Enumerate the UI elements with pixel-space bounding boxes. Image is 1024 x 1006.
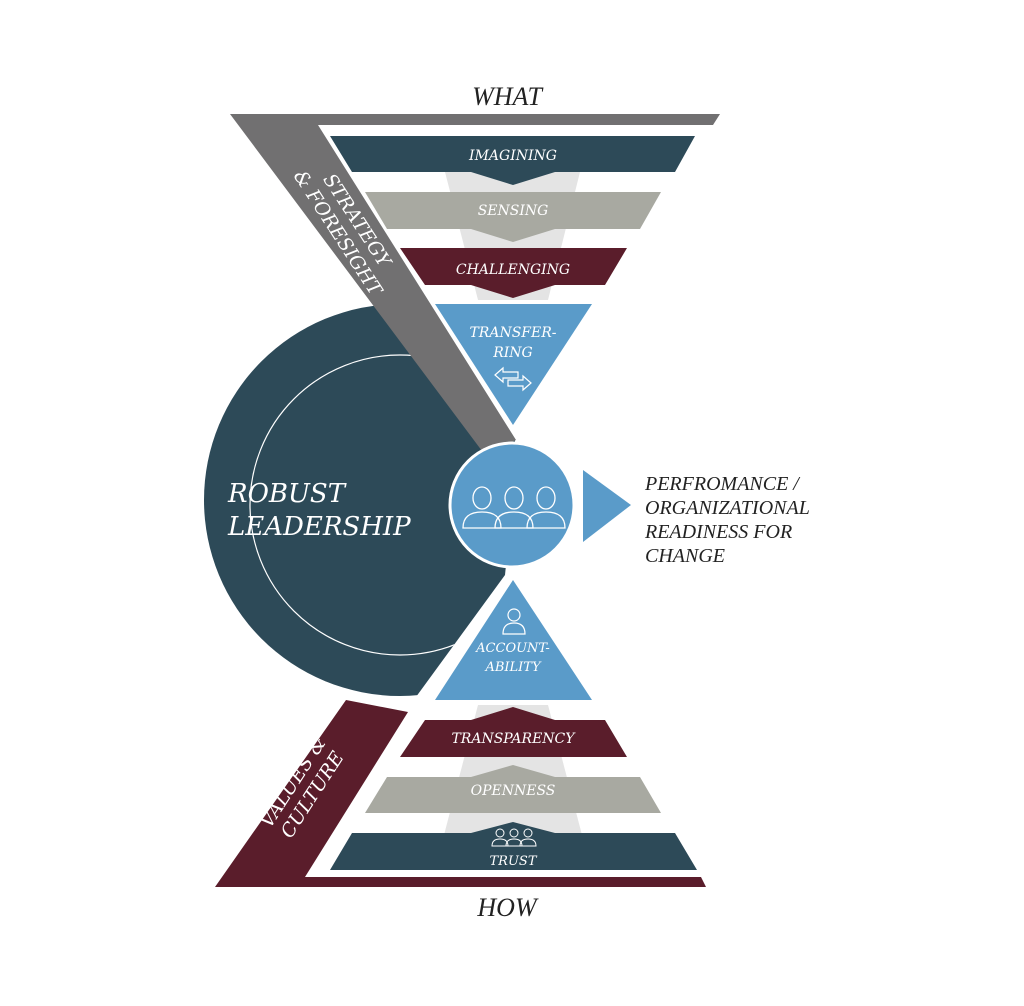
accountability-triangle bbox=[435, 580, 592, 700]
person-icon bbox=[502, 608, 526, 635]
core-label-line2: LEADERSHIP bbox=[227, 512, 411, 542]
outcome-label: PERFROMANCE / ORGANIZATIONAL READINESS F… bbox=[644, 473, 810, 567]
transparency-label: TRANSPARENCY bbox=[451, 731, 576, 747]
sensing-layer bbox=[365, 192, 661, 242]
challenging-label: CHALLENGING bbox=[456, 262, 570, 278]
challenging-layer bbox=[400, 248, 627, 298]
team-hub-circle bbox=[448, 441, 576, 569]
outcome-arrow-icon bbox=[583, 470, 631, 542]
outcome-line3: READINESS FOR bbox=[644, 521, 792, 543]
transferring-label-line2: RING bbox=[492, 345, 533, 361]
sensing-label: SENSING bbox=[478, 203, 549, 219]
outcome-line2: ORGANIZATIONAL bbox=[645, 497, 810, 519]
outcome-line4: CHANGE bbox=[645, 545, 725, 567]
transferring-triangle bbox=[435, 304, 592, 425]
transparency-layer bbox=[400, 707, 627, 757]
how-heading: HOW bbox=[476, 893, 539, 922]
imagining-label: IMAGINING bbox=[468, 148, 557, 164]
accountability-label-line2: ABILITY bbox=[484, 660, 542, 675]
team-icon bbox=[462, 486, 566, 529]
outcome-line1: PERFROMANCE / bbox=[644, 473, 801, 495]
openness-label: OPENNESS bbox=[471, 783, 556, 799]
group-icon bbox=[491, 828, 537, 847]
accountability-label-line1: ACCOUNT- bbox=[475, 641, 550, 656]
exchange-arrows-icon bbox=[494, 366, 532, 392]
openness-layer bbox=[365, 765, 661, 813]
imagining-layer bbox=[330, 136, 695, 185]
transferring-label-line1: TRANSFER- bbox=[469, 325, 556, 341]
core-label-line1: ROBUST bbox=[227, 479, 347, 509]
values-culture-band bbox=[215, 700, 706, 887]
trust-label: TRUST bbox=[490, 854, 538, 869]
what-heading: WHAT bbox=[472, 82, 543, 111]
strategy-foresight-band bbox=[230, 114, 720, 455]
